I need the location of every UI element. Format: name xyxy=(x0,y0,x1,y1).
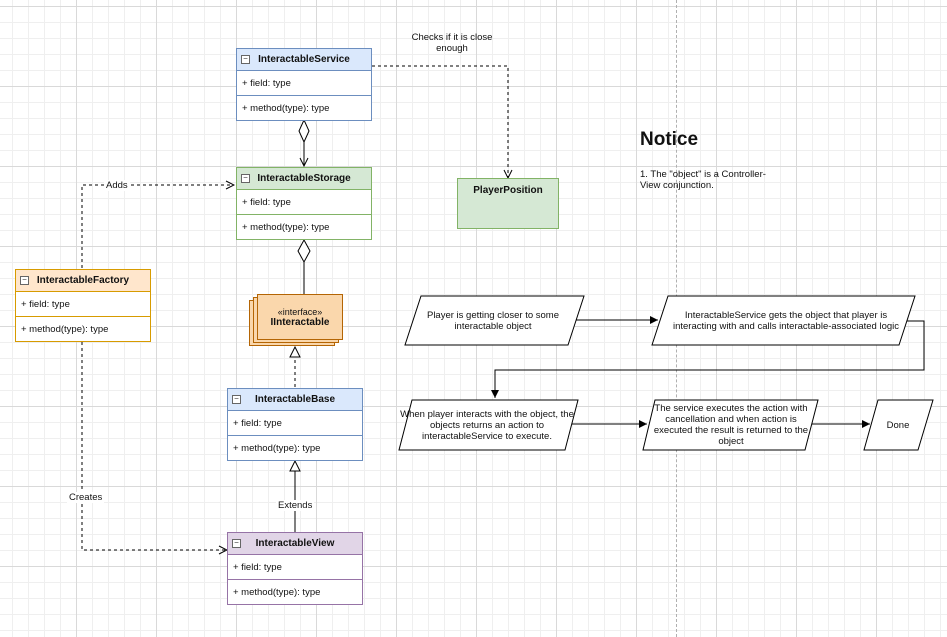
class-name: InteractableView xyxy=(255,538,335,549)
flow-step2-shape xyxy=(651,295,916,346)
class-header: − InteractableFactory xyxy=(16,270,150,292)
edge-factory-creates-view xyxy=(81,342,227,550)
iinteractable-interface[interactable]: «interface» IInteractable xyxy=(257,294,343,340)
interactable-storage-class[interactable]: − InteractableStorage + field: type + me… xyxy=(236,167,372,240)
class-name: InteractableStorage xyxy=(257,173,351,184)
flow-step3-shape xyxy=(398,399,579,451)
flow-step4-text[interactable]: The service executes the action with can… xyxy=(653,403,809,447)
class-name: InteractableBase xyxy=(254,394,336,405)
class-method[interactable]: + method(type): type xyxy=(233,443,321,454)
class-header: − InteractableView xyxy=(228,533,362,555)
class-header: − InteractableService xyxy=(237,49,371,71)
interactable-factory-class[interactable]: − InteractableFactory + field: type + me… xyxy=(15,269,151,342)
class-name: InteractableService xyxy=(258,54,350,65)
interactable-view-class[interactable]: − InteractableView + field: type + metho… xyxy=(227,532,363,605)
edge-checks-close xyxy=(372,65,508,178)
interface-stereotype: «interface» xyxy=(277,306,323,317)
flow-arrow-2-3 xyxy=(491,320,925,398)
edge-label-checks: Checks if it is close enough xyxy=(411,32,493,54)
notice-title: Notice xyxy=(640,129,699,150)
class-field[interactable]: + field: type xyxy=(228,555,362,580)
collapse-icon[interactable]: − xyxy=(232,395,241,404)
interactable-service-class[interactable]: − InteractableService + field: type + me… xyxy=(236,48,372,121)
class-field[interactable]: + field: type xyxy=(228,411,362,436)
flow-step3-text[interactable]: When player interacts with the object, t… xyxy=(400,408,574,442)
edge-label-adds: Adds xyxy=(104,180,130,191)
collapse-icon[interactable]: − xyxy=(241,174,250,183)
collapse-icon[interactable]: − xyxy=(232,539,241,548)
flow-step5-text[interactable]: Done xyxy=(886,419,910,431)
player-position-box[interactable]: PlayerPosition xyxy=(457,178,559,229)
collapse-icon[interactable]: − xyxy=(241,55,250,64)
notice-text: 1. The "object" is a Controller-View con… xyxy=(640,169,766,191)
flow-step1-shape xyxy=(404,295,585,346)
class-method[interactable]: + method(type): type xyxy=(242,103,330,114)
class-method[interactable]: + method(type): type xyxy=(242,222,330,233)
class-name: InteractableFactory xyxy=(36,275,130,286)
class-field[interactable]: + field: type xyxy=(237,71,371,96)
aggregation-diamond-service xyxy=(298,118,310,144)
class-header: − InteractableStorage xyxy=(237,168,371,190)
class-header: − InteractableBase xyxy=(228,389,362,411)
interactable-base-class[interactable]: − InteractableBase + field: type + metho… xyxy=(227,388,363,461)
aggregation-diamond-storage xyxy=(297,238,311,264)
class-method[interactable]: + method(type): type xyxy=(233,587,321,598)
player-position-label: PlayerPosition xyxy=(473,185,543,196)
edge-label-extends: Extends xyxy=(276,500,315,511)
flow-step5-shape xyxy=(863,399,934,451)
edge-factory-adds-storage xyxy=(81,185,234,268)
flow-step2-text[interactable]: InteractableService gets the object that… xyxy=(672,309,899,332)
interface-name: IInteractable xyxy=(270,316,330,328)
collapse-icon[interactable]: − xyxy=(20,276,29,285)
class-field[interactable]: + field: type xyxy=(237,190,371,215)
flow-step1-text[interactable]: Player is getting closer to some interac… xyxy=(426,309,559,332)
edge-label-creates: Creates xyxy=(67,492,105,503)
class-field[interactable]: + field: type xyxy=(16,292,150,317)
flow-step4-shape xyxy=(642,399,819,451)
class-method[interactable]: + method(type): type xyxy=(21,324,109,335)
